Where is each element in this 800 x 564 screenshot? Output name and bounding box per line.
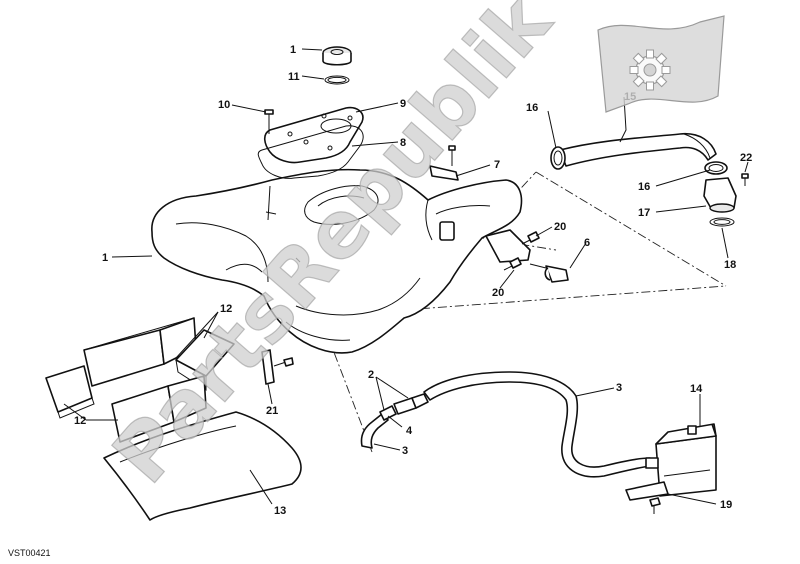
callout-22: 22 [740, 152, 752, 164]
breather-elbow [703, 177, 737, 213]
hose-clamp-upper [550, 146, 566, 170]
callout-2: 2 [368, 369, 374, 381]
callout-21: 21 [266, 405, 278, 417]
callout-8: 9 [400, 98, 406, 110]
vent-connector [379, 393, 429, 421]
callout-16a: 16 [526, 102, 538, 114]
gear-flag-icon [597, 15, 725, 113]
callout-17: 17 [638, 207, 650, 219]
hose-clamp-lower [704, 161, 728, 175]
callout-1: 1 [102, 252, 108, 264]
tank-pad-lower [111, 375, 207, 443]
flange-screw [264, 109, 274, 134]
tank-pad-left [45, 365, 95, 419]
callout-20b: 20 [492, 287, 504, 299]
callout-10: 11 [288, 71, 300, 83]
elbow-seal [709, 217, 735, 227]
callout-12a: 12 [220, 303, 232, 315]
callout-12b: 12 [74, 415, 86, 427]
callout-14: 14 [690, 383, 703, 395]
callout-18: 18 [724, 259, 736, 271]
breather-hose [559, 132, 717, 167]
fuel-tank [151, 168, 523, 354]
callout-4: 4 [406, 425, 413, 437]
mount-plate [485, 229, 531, 263]
leader-lines [63, 48, 749, 505]
callout-11: 1 [290, 44, 296, 56]
callout-3a: 3 [402, 445, 408, 457]
callout-9: 10 [218, 99, 230, 111]
elbow-screw [741, 173, 749, 186]
callout-7: 8 [400, 137, 406, 149]
clip-bracket [261, 349, 294, 385]
callout-6: 7 [494, 159, 500, 171]
tank-mat [103, 411, 302, 521]
callout-20a: 20 [554, 221, 566, 233]
vapor-canister [645, 423, 717, 497]
callout-16b: 16 [638, 181, 650, 193]
screw-lower [503, 257, 522, 271]
drawing-code: VST00421 [8, 548, 51, 558]
flange-gasket [257, 125, 364, 179]
callout-5: 6 [584, 237, 590, 249]
screw-upper [521, 231, 540, 245]
tank-bracket [429, 145, 459, 181]
callout-labels: 1 11 10 9 8 1 7 16 15 16 17 22 18 20 6 2… [74, 44, 752, 517]
canister-bracket [625, 481, 669, 514]
callout-3b: 3 [616, 382, 622, 394]
cap-o-ring [324, 75, 350, 85]
tank-bolt [529, 263, 569, 283]
vent-hose-short [360, 413, 389, 449]
callout-13: 13 [274, 505, 286, 517]
callout-19: 19 [720, 499, 732, 511]
filler-cap [322, 46, 352, 66]
